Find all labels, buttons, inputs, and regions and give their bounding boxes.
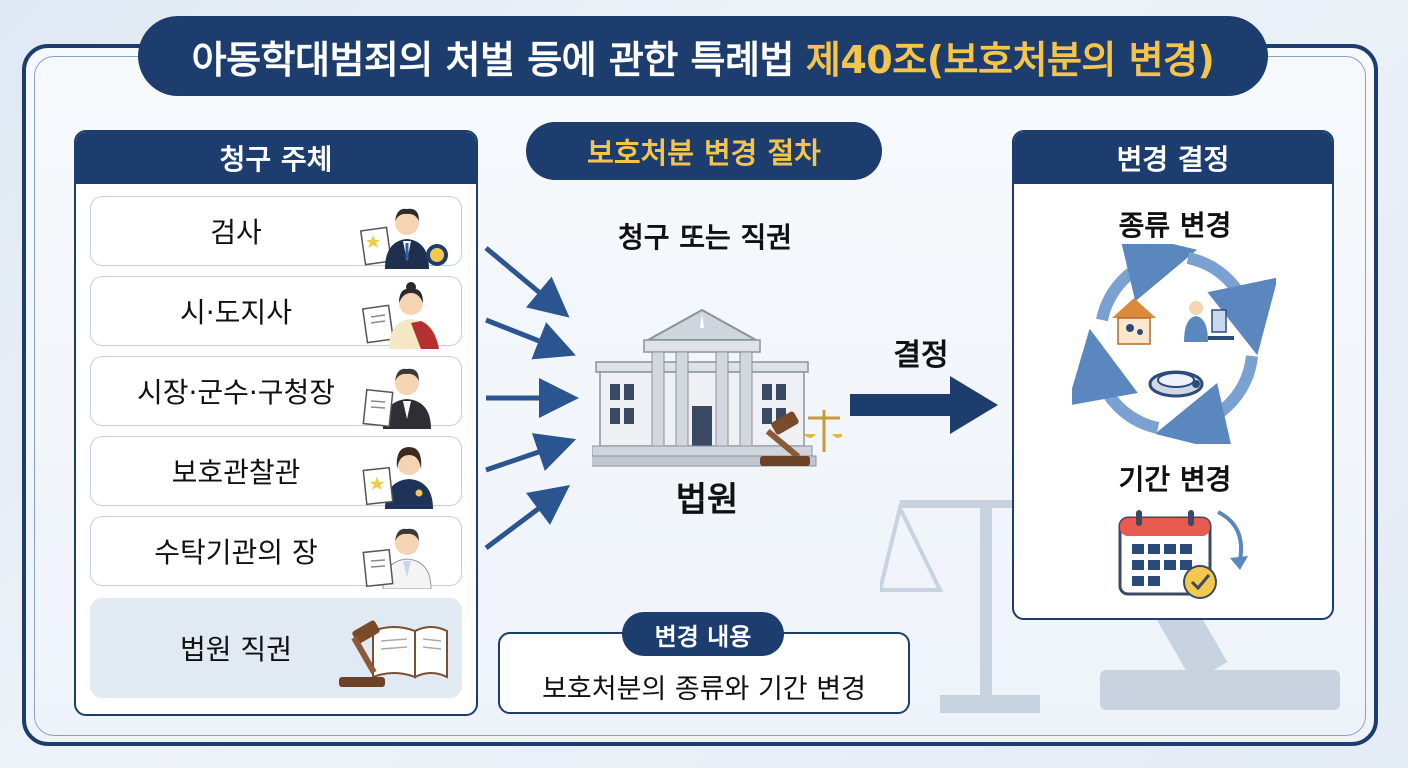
requester-label: 시·도지사	[180, 296, 292, 329]
page-title: 아동학대범죄의 처벌 등에 관한 특례법 제40조(보호처분의 변경)	[138, 16, 1268, 96]
institution-head-icon	[362, 528, 432, 589]
change-content-tag: 변경 내용	[622, 612, 784, 656]
period-change-label: 기간 변경	[1118, 463, 1232, 496]
requester-court-ex-officio: 법원 직권	[90, 598, 462, 698]
trigger-label: 청구 또는 직권	[617, 221, 793, 254]
decision-arrow-icon	[850, 376, 998, 434]
court-label: 법원	[675, 480, 739, 520]
prosecutor-icon	[359, 208, 448, 269]
requester-heading: 청구 주체	[76, 132, 476, 184]
requester-label: 시장·군수·구청장	[136, 376, 336, 409]
court-building-icon	[592, 308, 842, 467]
change-content-text: 보호처분의 종류와 기간 변경	[542, 673, 866, 705]
decision-label: 결정	[893, 338, 949, 373]
probation-officer-icon	[362, 447, 433, 509]
request-arrows-icon	[484, 246, 579, 550]
gavel-book-icon	[339, 620, 448, 687]
requester-panel: 청구 주체 검사 시·도지사 시장·군수·구청장	[74, 130, 478, 716]
type-change-label: 종류 변경	[1118, 209, 1232, 242]
type-change-cycle-icon	[1072, 244, 1276, 444]
requester-mayor: 시장·군수·구청장	[90, 356, 462, 429]
requester-institution-head: 수탁기관의 장	[90, 516, 462, 589]
decision-panel: 변경 결정 종류 변경 기간 변경	[1012, 130, 1334, 620]
title-main: 아동학대범죄의 처벌 등에 관한 특례법	[191, 37, 795, 82]
requester-label: 보호관찰관	[171, 456, 301, 489]
requester-label: 법원 직권	[180, 633, 292, 666]
requester-prosecutor: 검사	[90, 196, 462, 269]
governor-icon	[361, 282, 439, 349]
calendar-icon	[1118, 510, 1248, 599]
requester-probation-officer: 보호관찰관	[90, 436, 462, 509]
procedure-title: 보호처분 변경 절차	[526, 122, 882, 180]
title-highlight: 제40조(보호처분의 변경)	[805, 37, 1215, 82]
requester-label: 검사	[210, 216, 262, 249]
decision-heading: 변경 결정	[1014, 132, 1332, 184]
mayor-icon	[362, 368, 431, 429]
requester-governor: 시·도지사	[90, 276, 462, 349]
requester-label: 수탁기관의 장	[154, 536, 318, 569]
